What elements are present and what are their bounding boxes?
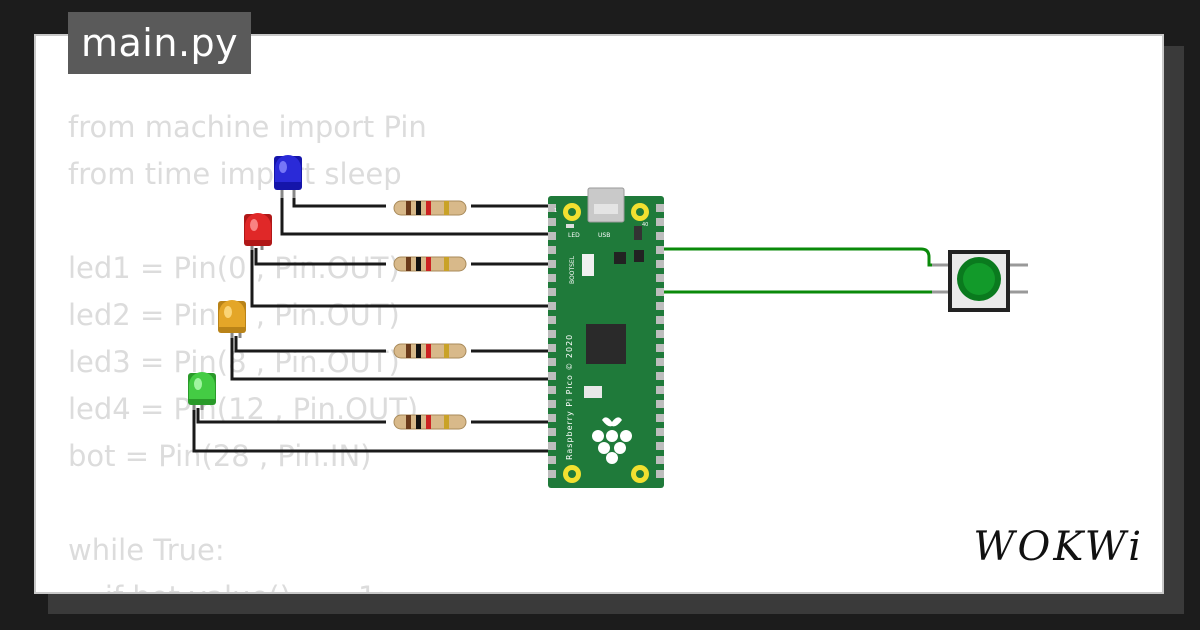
raspberry-logo-icon [592,417,632,464]
led-green[interactable] [188,372,216,410]
pico-board[interactable]: LED USB 1 40 BOOTSEL Raspberry Pi Pico ©… [548,187,664,488]
resistor [392,342,468,360]
board-name-label: Raspberry Pi Pico © 2020 [565,334,574,460]
led-wires [192,196,556,453]
bootsel-label: BOOTSEL [569,255,576,284]
code-line: if bot.value() == 1: [68,574,427,592]
pin-label-40: 40 [642,222,648,228]
code-line: from machine import Pin [68,110,427,144]
led-blue[interactable] [274,155,302,198]
board-usb-label: USB [598,232,610,239]
code-line: led1 = Pin(0 , Pin.OUT) [68,251,400,285]
resistor [392,199,468,217]
resistor [392,413,468,431]
code-line: bot = Pin(28 , Pin.IN) [68,439,372,473]
led-red[interactable] [244,213,272,250]
resistor [392,255,468,273]
pin-label-1: 1 [554,208,557,214]
circuit-diagram: LED USB 1 40 BOOTSEL Raspberry Pi Pico ©… [188,155,1028,488]
pushbutton[interactable] [932,250,1028,312]
led-yellow[interactable] [218,300,246,338]
button-wires [654,247,946,294]
wokwi-logo: WOKWi [973,524,1144,570]
board-led-label: LED [568,232,580,239]
file-name-tab[interactable]: main.py [68,12,252,74]
code-line: while True: [68,533,225,567]
